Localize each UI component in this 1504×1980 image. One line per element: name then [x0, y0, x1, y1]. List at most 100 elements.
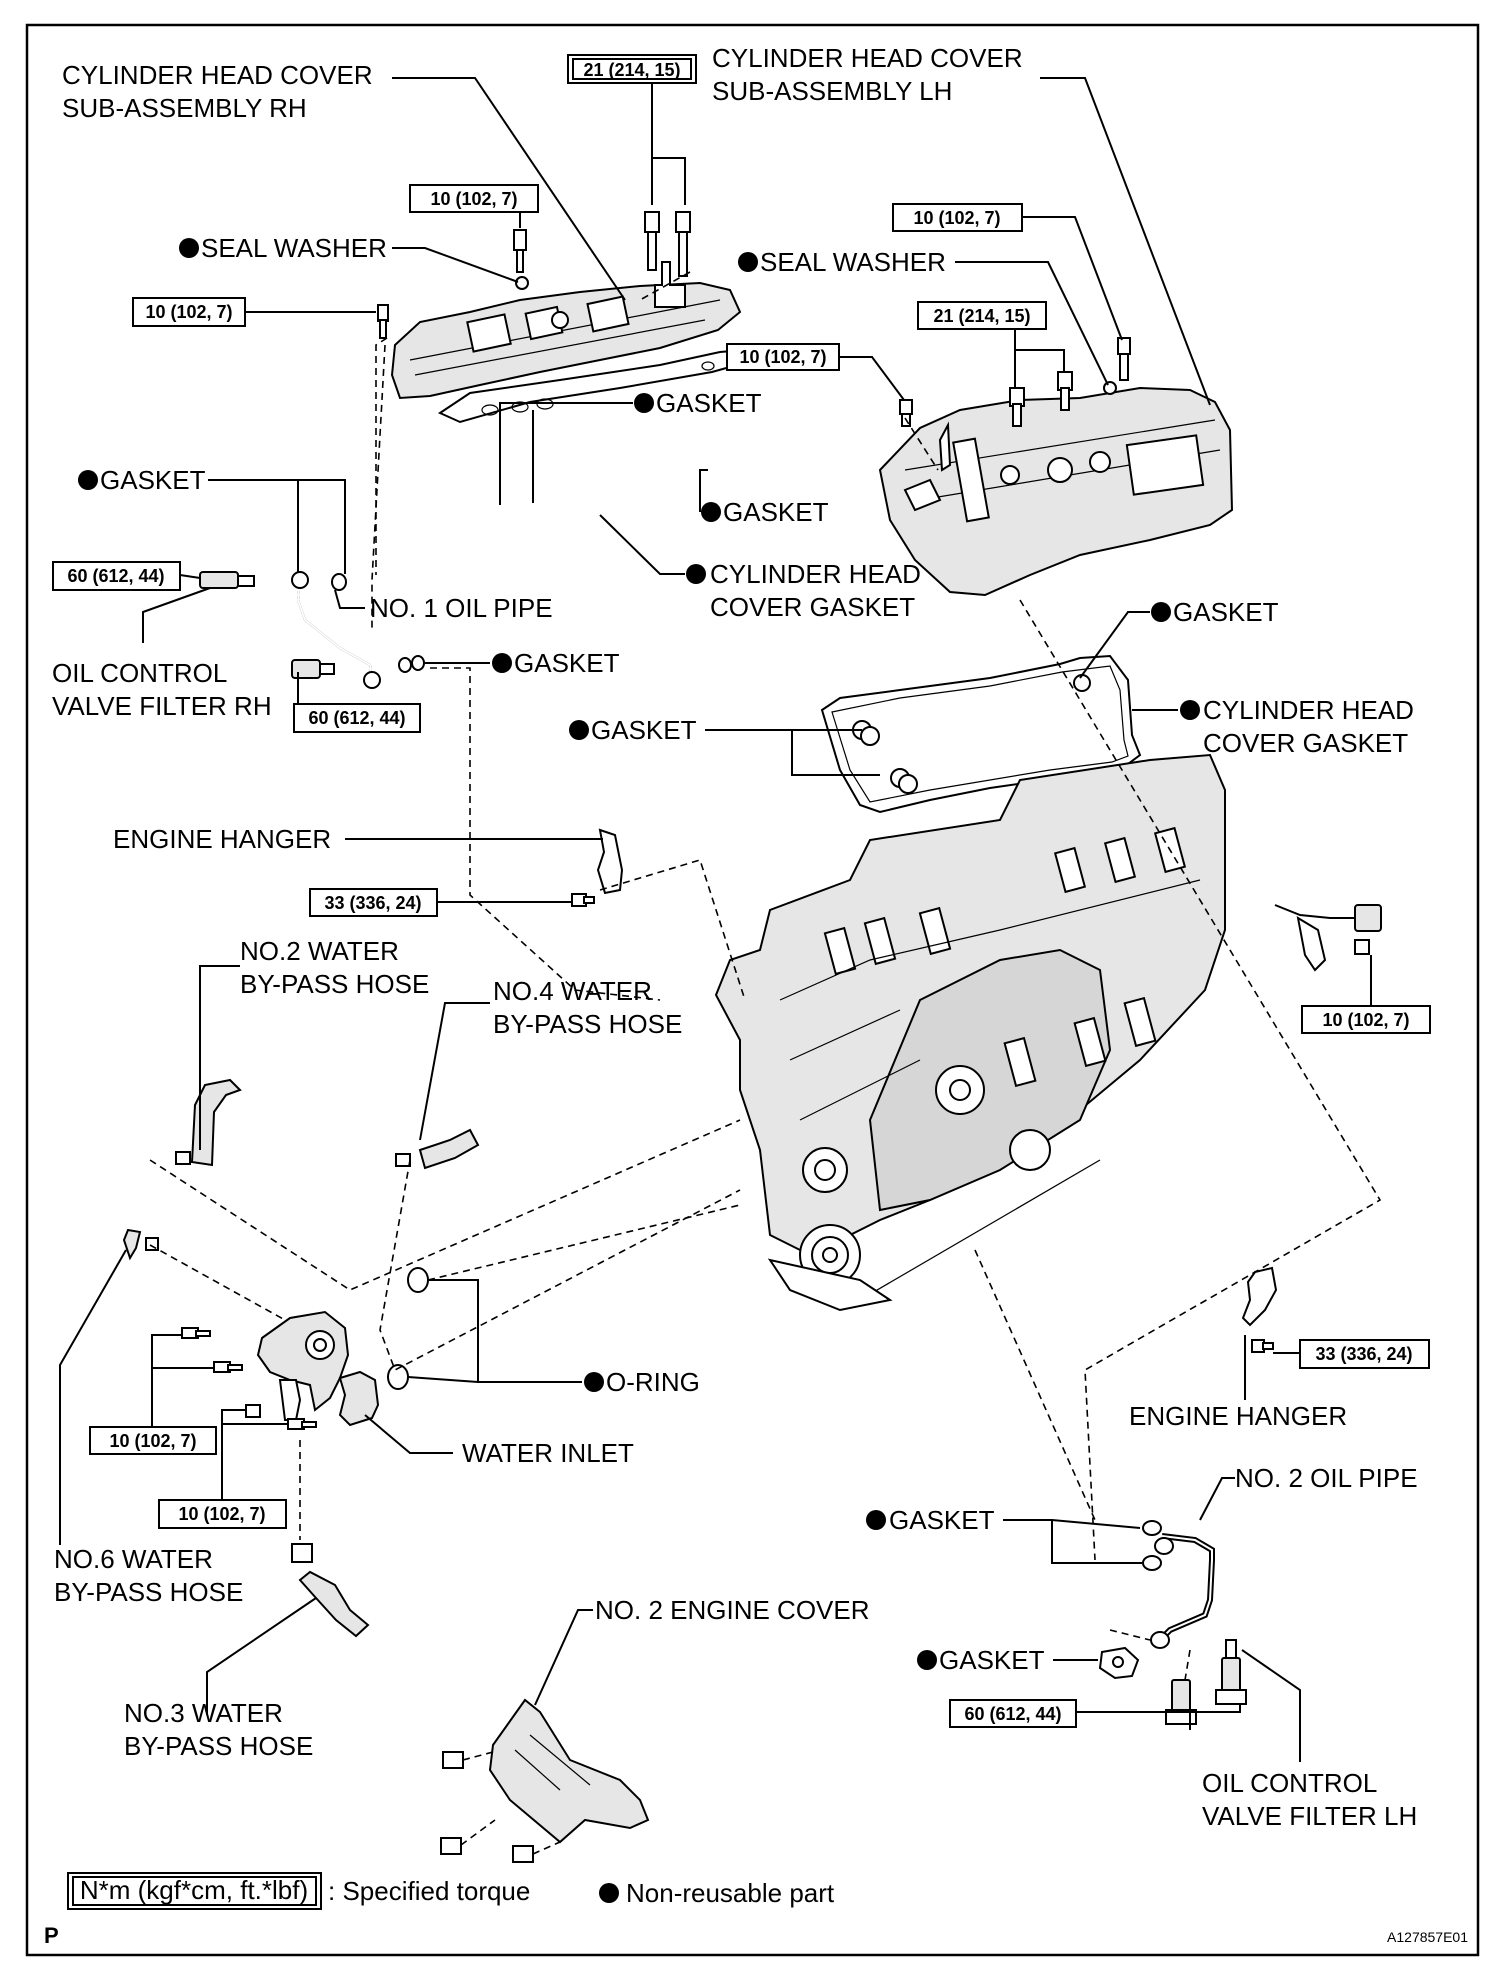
label-ocv-filter-rh-2: VALVE FILTER RH: [52, 691, 272, 721]
torque-60-ocv-rh-1-box: 60 (612, 44): [52, 561, 181, 591]
figure-code: A127857E01: [1387, 1929, 1468, 1945]
cylinder-head-cover-rh-drawing: [390, 261, 742, 400]
label-no3-water-bypass-2: BY-PASS HOSE: [124, 1731, 313, 1761]
legend-torque-box-text: N*m (kgf*cm, ft.*lbf): [80, 1875, 308, 1905]
no2-engine-cover-drawing: [440, 1698, 650, 1863]
label-no2-water-bypass-1: NO.2 WATER: [240, 936, 399, 966]
no3-water-bypass-hose-drawing: [291, 1543, 370, 1638]
torque-60-ocv-rh-2-label: 60 (612, 44): [308, 708, 405, 728]
nonreusable-dot: [738, 252, 758, 272]
no6-water-bypass-hose-drawing: [122, 1228, 159, 1261]
torque-10-sensor-label: 10 (102, 7): [1322, 1010, 1409, 1030]
label-gasket-lh-top: GASKET: [1173, 597, 1279, 627]
label-ocv-filter-rh-1: OIL CONTROL: [52, 658, 227, 688]
torque-10-inlet-2-box: 10 (102, 7): [158, 1499, 287, 1529]
label-no6-water-bypass-1: NO.6 WATER: [54, 1544, 213, 1574]
water-inlet-drawing: [181, 1267, 429, 1430]
label-o-ring: O-RING: [606, 1367, 700, 1397]
torque-33-hanger-lh-label: 33 (336, 24): [1315, 1344, 1412, 1364]
leader-lines: [59, 68, 1372, 1762]
torque-33-hanger-lh-box: 33 (336, 24): [1299, 1339, 1430, 1369]
nonreusable-dot: [569, 720, 589, 740]
label-cyl-head-cover-rh-1: CYLINDER HEAD COVER: [62, 60, 373, 90]
label-cyl-head-cover-gasket-rh-1: CYLINDER HEAD: [710, 559, 921, 589]
nonreusable-dot: [866, 1510, 886, 1530]
torque-60-ocv-rh-1-label: 60 (612, 44): [67, 566, 164, 586]
page-letter: P: [44, 1923, 59, 1948]
engine-hanger-rh-drawing: [571, 828, 624, 907]
label-ocv-filter-lh-2: VALVE FILTER LH: [1202, 1801, 1417, 1831]
no4-water-bypass-hose-drawing: [395, 1128, 480, 1170]
torque-21-lh-label: 21 (214, 15): [933, 306, 1030, 326]
cylinder-head-cover-lh-drawing: [878, 386, 1234, 597]
engine-block-drawing: [714, 753, 1226, 1312]
label-gasket-oil-pipe-top: GASKET: [100, 465, 206, 495]
torque-21-top-box: 21 (214, 15): [567, 54, 697, 84]
label-cyl-head-cover-gasket-lh-1: CYLINDER HEAD: [1203, 695, 1414, 725]
nonreusable-dot: [492, 653, 512, 673]
torque-60-ocv-rh-2-box: 60 (612, 44): [293, 703, 421, 733]
label-no1-oil-pipe: NO. 1 OIL PIPE: [370, 593, 553, 623]
label-gasket-rh-cover: GASKET: [656, 388, 762, 418]
no1-oil-pipe-drawing: [199, 571, 425, 689]
torque-21-lh-box: 21 (214, 15): [917, 301, 1047, 330]
label-no2-engine-cover: NO. 2 ENGINE COVER: [595, 1595, 870, 1625]
torque-10-lh-left-box: 10 (102, 7): [726, 343, 840, 371]
torque-60-ocv-lh-box: 60 (612, 44): [949, 1699, 1077, 1728]
nonreusable-dot: [1180, 700, 1200, 720]
nonreusable-dot: [584, 1372, 604, 1392]
label-gasket-no2-pipe-2: GASKET: [939, 1645, 1045, 1675]
label-no6-water-bypass-2: BY-PASS HOSE: [54, 1577, 243, 1607]
label-gasket-oil-pipe-bottom: GASKET: [514, 648, 620, 678]
legend-torque-text: : Specified torque: [328, 1876, 530, 1906]
label-ocv-filter-lh-1: OIL CONTROL: [1202, 1768, 1377, 1798]
nonreusable-dot: [917, 1650, 937, 1670]
assembly-dashed-lines: [149, 271, 1382, 1855]
nonreusable-dot: [78, 470, 98, 490]
torque-10-rh-left-label: 10 (102, 7): [145, 302, 232, 322]
label-no2-oil-pipe: NO. 2 OIL PIPE: [1235, 1463, 1418, 1493]
torque-10-inlet-1-box: 10 (102, 7): [89, 1426, 217, 1455]
label-cyl-head-cover-gasket-rh-2: COVER GASKET: [710, 592, 915, 622]
torque-10-lh-top-label: 10 (102, 7): [913, 208, 1000, 228]
legend-nonreusable-text: Non-reusable part: [626, 1878, 835, 1908]
label-seal-washer-rh: SEAL WASHER: [201, 233, 387, 263]
nonreusable-dot: [686, 564, 706, 584]
label-seal-washer-lh: SEAL WASHER: [760, 247, 946, 277]
legend-nonreusable-dot: [599, 1883, 619, 1903]
torque-10-rh-top-box: 10 (102, 7): [409, 184, 539, 213]
label-cyl-head-cover-gasket-lh-2: COVER GASKET: [1203, 728, 1408, 758]
torque-21-top-label: 21 (214, 15): [583, 60, 680, 80]
torque-10-rh-top-label: 10 (102, 7): [430, 189, 517, 209]
lh-cover-bolts-drawing: [899, 337, 1131, 427]
torque-33-hanger-rh-label: 33 (336, 24): [324, 893, 421, 913]
no2-oil-pipe-drawing: [1098, 1520, 1247, 1725]
nonreusable-dot: [701, 502, 721, 522]
torque-10-sensor-box: 10 (102, 7): [1301, 1005, 1431, 1034]
label-engine-hanger-rh: ENGINE HANGER: [113, 824, 331, 854]
label-water-inlet: WATER INLET: [462, 1438, 634, 1468]
label-cyl-head-cover-rh-2: SUB-ASSEMBLY RH: [62, 93, 307, 123]
sensor-bracket-drawing: [1274, 904, 1382, 972]
diagram-frame: [25, 23, 1480, 1957]
label-engine-hanger-lh: ENGINE HANGER: [1129, 1401, 1347, 1431]
torque-33-hanger-rh-box: 33 (336, 24): [309, 888, 438, 917]
legend: N*m (kgf*cm, ft.*lbf) : Specified torque…: [67, 1872, 835, 1910]
torque-10-inlet-1-label: 10 (102, 7): [109, 1431, 196, 1451]
label-no2-water-bypass-2: BY-PASS HOSE: [240, 969, 429, 999]
torque-10-inlet-2-label: 10 (102, 7): [178, 1504, 265, 1524]
label-cyl-head-cover-lh-1: CYLINDER HEAD COVER: [712, 43, 1023, 73]
nonreusable-dot: [1151, 602, 1171, 622]
nonreusable-dot: [179, 238, 199, 258]
torque-10-lh-left-label: 10 (102, 7): [739, 347, 826, 367]
label-gasket-rh-plug: GASKET: [723, 497, 829, 527]
nonreusable-dot: [634, 393, 654, 413]
torque-10-rh-left-box: 10 (102, 7): [132, 297, 246, 327]
torque-60-ocv-lh-label: 60 (612, 44): [964, 1704, 1061, 1724]
label-no3-water-bypass-1: NO.3 WATER: [124, 1698, 283, 1728]
label-cyl-head-cover-lh-2: SUB-ASSEMBLY LH: [712, 76, 952, 106]
label-gasket-no2-pipe-1: GASKET: [889, 1505, 995, 1535]
label-no4-water-bypass-1: NO.4 WATER: [493, 976, 652, 1006]
torque-10-lh-top-box: 10 (102, 7): [892, 203, 1023, 232]
